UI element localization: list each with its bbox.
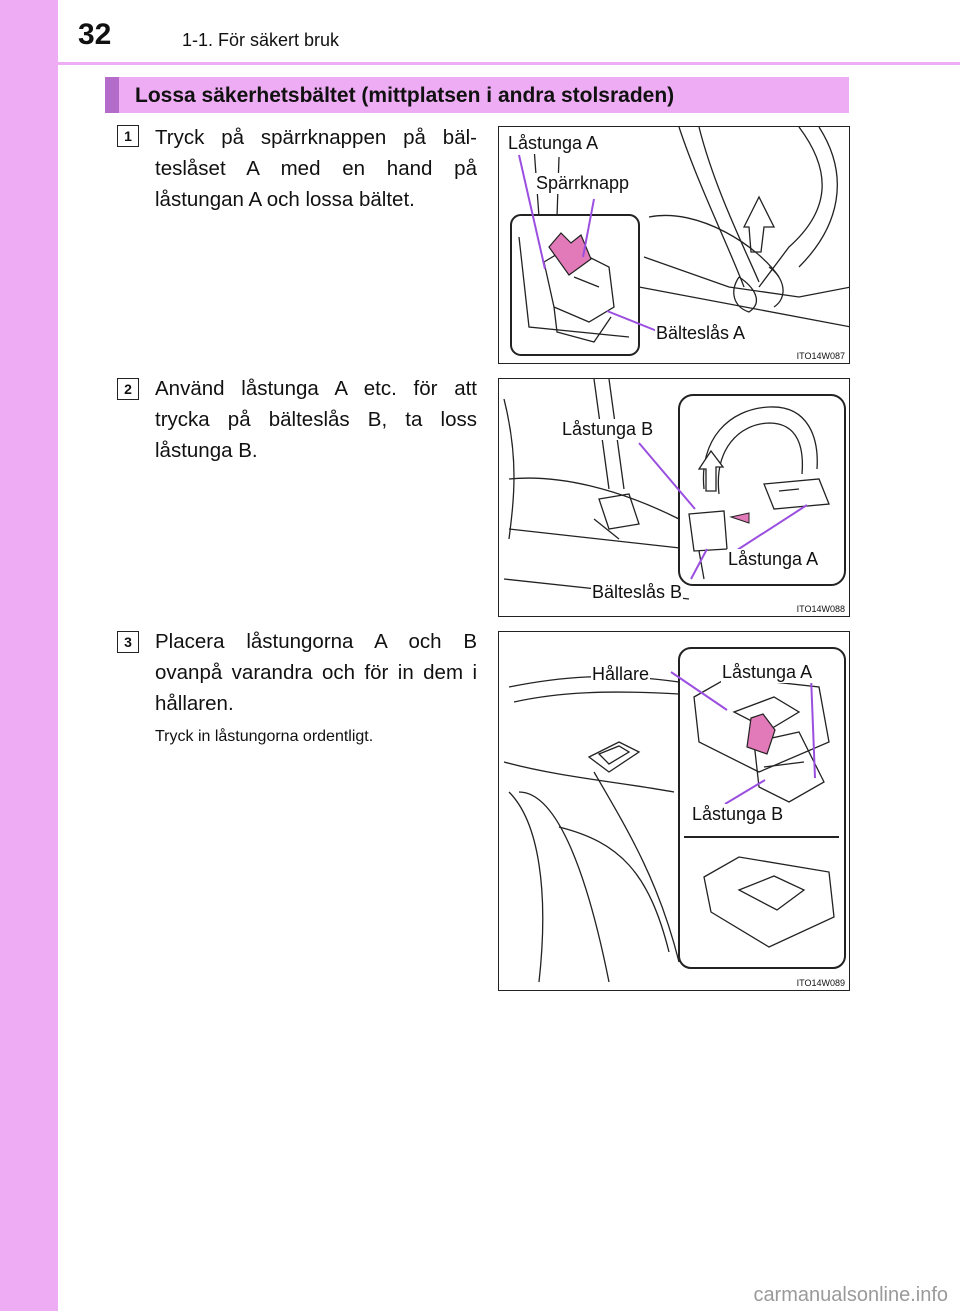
watermark: carmanualsonline.info: [753, 1284, 948, 1306]
figure-label-lock-tongue-a: Låstunga A: [727, 549, 820, 570]
figure-step-3: Hållare Låstunga A Låstunga B ITO14W089: [498, 631, 850, 991]
buckle-release-illustration: [510, 127, 849, 356]
step-1-text: Tryck på spärrknappen på bäl-teslåset A …: [155, 126, 477, 211]
step-2-text: Använd låstunga A etc. för att trycka på…: [155, 377, 477, 462]
left-margin-band: [0, 0, 58, 1311]
figure-label-release-button: Spärrknapp: [535, 173, 631, 194]
figure-label-lock-tongue-a: Låstunga A: [507, 133, 600, 154]
chapter-title: 1-1. För säkert bruk: [182, 30, 340, 50]
step-1-number: 1: [117, 125, 139, 147]
step-2-number: 2: [117, 378, 139, 400]
figure-label-lock-tongue-b: Låstunga B: [561, 419, 655, 440]
figure-code: ITO14W087: [796, 351, 845, 361]
figure-code: ITO14W089: [796, 978, 845, 988]
figure-label-buckle-a: Bälteslås A: [655, 323, 747, 344]
page-number: 32: [78, 18, 112, 51]
figure-label-lock-tongue-b: Låstunga B: [691, 804, 785, 825]
figure-step-1: Låstunga A Spärrknapp Bälteslås A ITO14W…: [498, 126, 850, 364]
figure-label-holder: Hållare: [591, 664, 651, 685]
step-3-text: Placera låstungorna A och B ovanpå varan…: [155, 630, 477, 715]
section-banner: Lossa säkerhetsbältet (mittplatsen i and…: [105, 77, 849, 113]
step-3-note: Tryck in låstungorna ordentligt.: [155, 728, 374, 745]
figure-label-lock-tongue-a: Låstunga A: [721, 662, 814, 683]
figure-label-buckle-b: Bälteslås B: [591, 582, 684, 603]
holder-illustration: [503, 647, 846, 983]
section-title: Lossa säkerhetsbältet (mittplatsen i and…: [135, 84, 675, 107]
figure-step-2: Låstunga B Låstunga A Bälteslås B ITO14W…: [498, 378, 850, 617]
step-3-number: 3: [117, 631, 139, 653]
figure-code: ITO14W088: [796, 604, 845, 614]
header-rule: [58, 62, 960, 65]
